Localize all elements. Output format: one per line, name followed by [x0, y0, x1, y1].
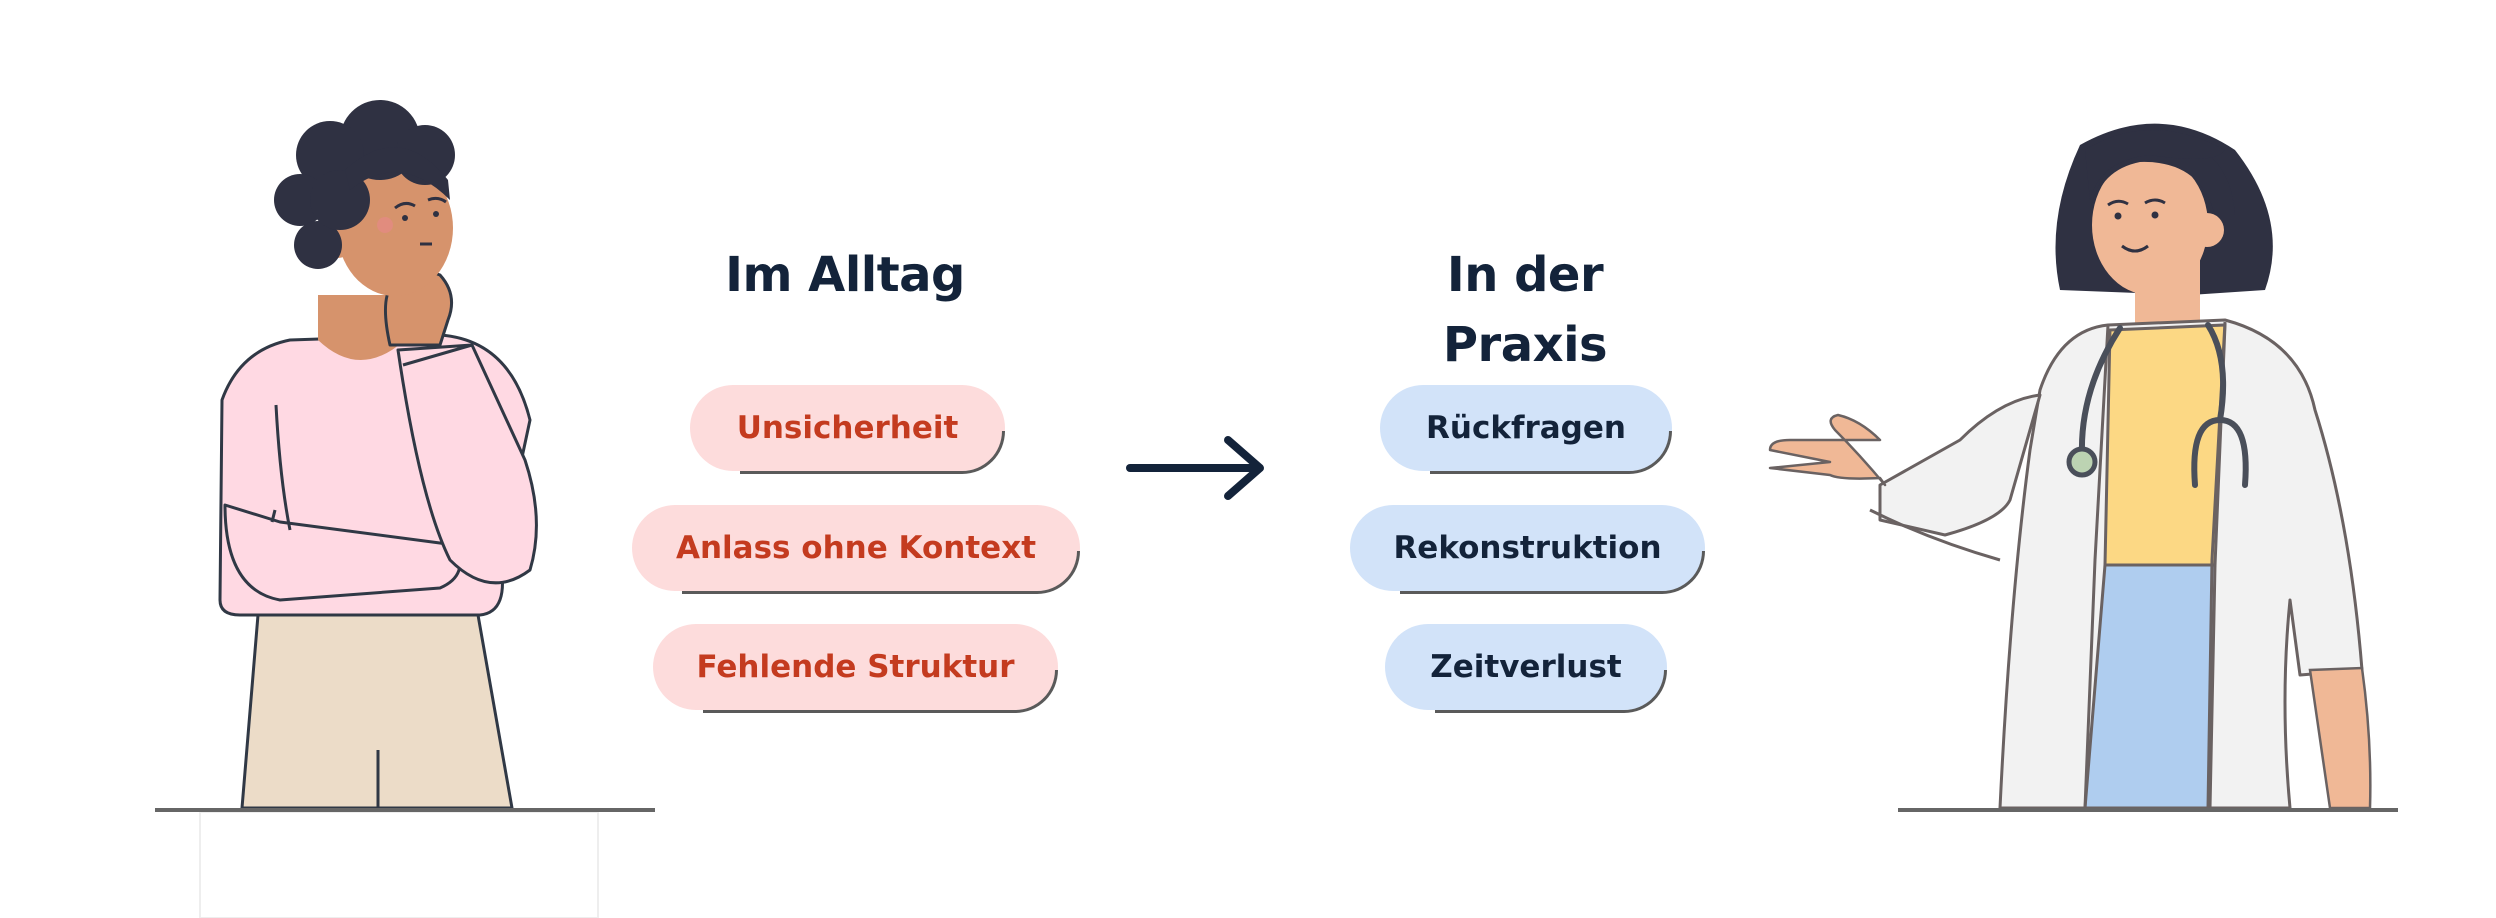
- right-item-3-label: Zeitverlust: [1430, 649, 1622, 685]
- left-item-1-label: Unsicherheit: [736, 410, 959, 446]
- left-item-2-label: Anlass ohne Kontext: [675, 530, 1037, 566]
- left-item-3: Fehlende Struktur: [653, 624, 1058, 713]
- right-item-2: Rekonstruktion: [1350, 505, 1705, 594]
- right-item-1-label: Rückfragen: [1426, 410, 1626, 446]
- left-item-1: Unsicherheit: [690, 385, 1005, 474]
- thinking-person-illustration: [155, 100, 655, 918]
- right-column-title: In der Praxis: [1442, 247, 1608, 373]
- left-item-3-label: Fehlende Struktur: [696, 649, 1015, 685]
- right-item-1: Rückfragen: [1380, 385, 1672, 474]
- left-item-2: Anlass ohne Kontext: [632, 505, 1080, 594]
- right-item-3: Zeitverlust: [1385, 624, 1667, 713]
- right-item-2-label: Rekonstruktion: [1393, 530, 1662, 566]
- left-column-title: Im Alltag: [725, 247, 965, 303]
